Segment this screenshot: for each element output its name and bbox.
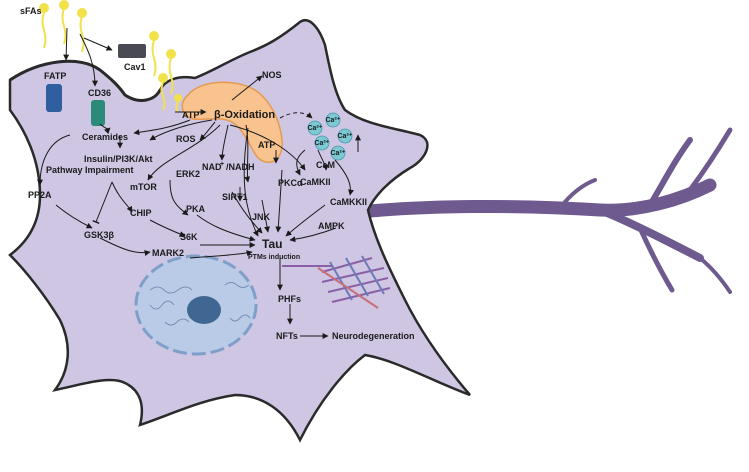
axon: [353, 127, 733, 294]
gsk3b-label: GSK3β: [84, 230, 115, 240]
insulin-pathway-label-1: Insulin/PI3K/Akt: [84, 154, 153, 164]
fatp-label: FATP: [44, 71, 66, 81]
fatp-transporter: [46, 84, 62, 112]
chip-label: CHIP: [130, 208, 152, 218]
neuron-cell-body: [8, 19, 471, 443]
phfs-label: PHFs: [278, 294, 301, 304]
ampk-label: AMPK: [318, 221, 345, 231]
nos-label: NOS: [262, 70, 282, 80]
calcium-ion-labels: Ca²⁺ Ca²⁺ Ca²⁺ Ca²⁺ Ca²⁺: [308, 117, 353, 157]
ca-label: Ca²⁺: [308, 125, 323, 132]
sfas-label: sFAs: [20, 6, 42, 16]
ptms-label: PTMs induction: [248, 254, 300, 261]
nad-superscript: +: [220, 161, 224, 168]
pkc-label: PKCα: [278, 178, 303, 188]
atp-label: ATP: [182, 110, 199, 120]
ros-label: ROS: [176, 134, 196, 144]
ceramides-label: Ceramides: [82, 132, 128, 142]
beta-oxidation-label: β-Oxidation: [214, 109, 275, 121]
nucleus: [134, 254, 258, 356]
calcium-ions: [307, 112, 353, 161]
camkii-label: CaMKII: [300, 177, 331, 187]
mitochondrion: [181, 81, 283, 163]
neurodegeneration-label: Neurodegeneration: [332, 331, 415, 341]
s6k-label: S6K: [180, 232, 198, 242]
ca-label: Ca²⁺: [326, 117, 341, 124]
cd36-transporter: [91, 100, 105, 126]
ca-label: Ca²⁺: [315, 140, 330, 147]
nadh-label: /NADH: [226, 162, 255, 172]
pathway-arrows: [37, 27, 354, 339]
erk2-label: ERK2: [176, 169, 200, 179]
jnk-label: JNK: [252, 212, 271, 222]
camkkii-label: CaMKKII: [330, 197, 367, 207]
diagram-labels: sFAs FATP CD36 Cav1 NOS ATP β-Oxidation …: [20, 6, 415, 341]
cav1-label: Cav1: [124, 62, 146, 72]
membrane-edge: [9, 59, 162, 102]
pp2a-label: PP2A: [28, 190, 52, 200]
cam-label: CaM: [316, 160, 335, 170]
mark2-label: MARK2: [152, 248, 184, 258]
neurofibrillary-tangle-art: [282, 255, 391, 309]
nfts-label: NFTs: [276, 331, 298, 341]
nad-label: NAD: [202, 162, 222, 172]
pka-label: PKA: [186, 204, 206, 214]
ca-label: Ca²⁺: [331, 150, 346, 157]
atp-mito-label: ATP: [258, 140, 275, 150]
fatty-acids: [39, 0, 182, 113]
nucleolus: [187, 296, 221, 324]
cd36-label: CD36: [88, 88, 111, 98]
sirt1-label: SIRT1: [222, 192, 248, 202]
cav1-transporter: [118, 44, 146, 58]
ca-label: Ca²⁺: [338, 133, 353, 140]
insulin-pathway-label-2: Pathway Impairment: [46, 165, 134, 175]
mtor-label: mTOR: [130, 182, 157, 192]
tau-label: Tau: [262, 237, 282, 251]
